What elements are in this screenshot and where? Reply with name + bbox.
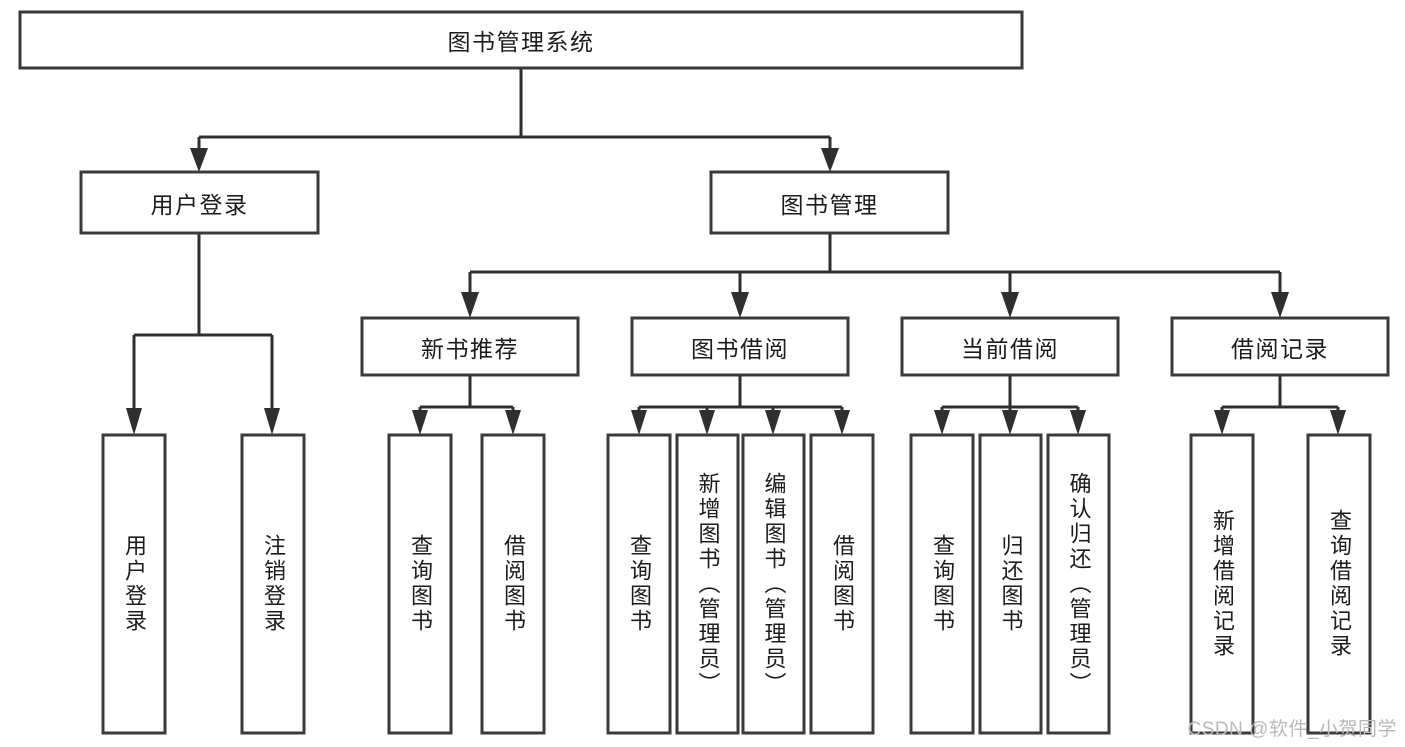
arrowhead-book-manage (821, 148, 839, 172)
connector-group-user-login (126, 233, 280, 435)
node-box-new-book-recommend[interactable] (360, 316, 580, 377)
arrowhead-leaf-add-record (1214, 410, 1230, 435)
arrowhead-borrow-record (1271, 292, 1289, 318)
node-box-leaf-user-login[interactable] (101, 433, 167, 735)
arrowhead-leaf-query-book-a (412, 410, 428, 435)
node-box-leaf-borrow-book-a[interactable] (480, 433, 546, 735)
node-box-current-borrow[interactable] (900, 316, 1120, 377)
connector-group-root (190, 68, 839, 172)
arrowhead-leaf-return-book (1002, 410, 1018, 435)
node-box-book-manage[interactable] (709, 170, 950, 235)
node-box-user-login[interactable] (79, 170, 320, 235)
arrowhead-user-login (190, 148, 208, 172)
arrowhead-leaf-borrow-book-b (834, 410, 850, 435)
node-box-leaf-query-book-b[interactable] (606, 433, 672, 735)
arrowhead-leaf-add-book (699, 410, 715, 435)
arrowhead-book-borrow (731, 292, 749, 318)
node-box-leaf-query-book-c[interactable] (909, 433, 975, 735)
node-box-leaf-edit-book[interactable] (741, 433, 806, 735)
node-box-leaf-query-book-a[interactable] (387, 433, 453, 735)
arrowhead-leaf-confirm-return (1070, 410, 1086, 435)
node-box-book-borrow[interactable] (630, 316, 850, 377)
arrowhead-leaf-logout (264, 408, 280, 435)
node-box-leaf-logout[interactable] (240, 433, 306, 735)
arrowhead-leaf-query-book-b (631, 410, 647, 435)
node-box-leaf-query-record[interactable] (1306, 433, 1372, 735)
arrowhead-leaf-user-login (126, 408, 142, 435)
node-box-borrow-record[interactable] (1170, 316, 1390, 377)
node-box-leaf-return-book[interactable] (978, 433, 1043, 735)
arrowhead-leaf-borrow-book-a (505, 410, 521, 435)
node-box-leaf-add-record[interactable] (1189, 433, 1255, 735)
node-box-leaf-confirm-return[interactable] (1046, 433, 1111, 735)
arrowhead-new-book-recommend (461, 292, 479, 318)
node-box-leaf-add-book[interactable] (675, 433, 740, 735)
connector-group-new-book-recommend (412, 375, 521, 435)
arrowhead-leaf-query-record (1330, 410, 1346, 435)
arrowhead-leaf-query-book-c (934, 410, 950, 435)
arrowhead-current-borrow (1001, 292, 1019, 318)
arrowhead-leaf-edit-book (765, 410, 781, 435)
connector-group-book-borrow (631, 375, 850, 435)
connector-group-current-borrow (934, 375, 1086, 435)
connector-group-borrow-record (1214, 375, 1346, 435)
node-box-leaf-borrow-book-b[interactable] (809, 433, 875, 735)
node-box-root[interactable] (18, 10, 1024, 70)
connector-group-book-manage (461, 233, 1289, 318)
